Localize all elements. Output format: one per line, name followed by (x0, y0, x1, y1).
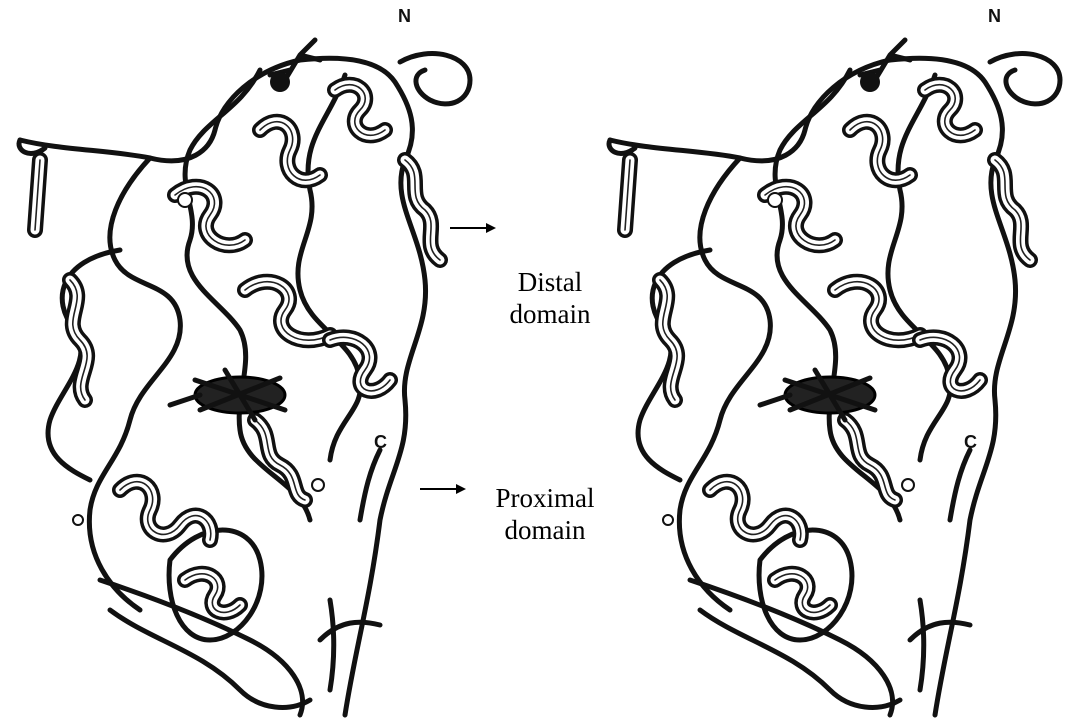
c-terminus-label: C (374, 432, 387, 452)
distal-arrow-icon (448, 220, 498, 236)
distal-domain-label: Distal domain (500, 266, 600, 330)
n-terminus-label: N (988, 6, 1001, 26)
protein-ribbon-right-view: N C (590, 0, 1070, 727)
distal-domain-label-line2: domain (500, 298, 600, 330)
proximal-arrow-icon (418, 481, 468, 497)
n-terminus-label: N (398, 6, 411, 26)
protein-ribbon-left-view: N C (0, 0, 480, 727)
distal-domain-label-line1: Distal (500, 266, 600, 298)
proximal-domain-label-line2: domain (480, 514, 610, 546)
heme-group (760, 370, 875, 420)
proximal-domain-label-line1: Proximal (480, 482, 610, 514)
proximal-domain-label: Proximal domain (480, 482, 610, 546)
c-terminus-label: C (964, 432, 977, 452)
heme-group (170, 370, 285, 420)
